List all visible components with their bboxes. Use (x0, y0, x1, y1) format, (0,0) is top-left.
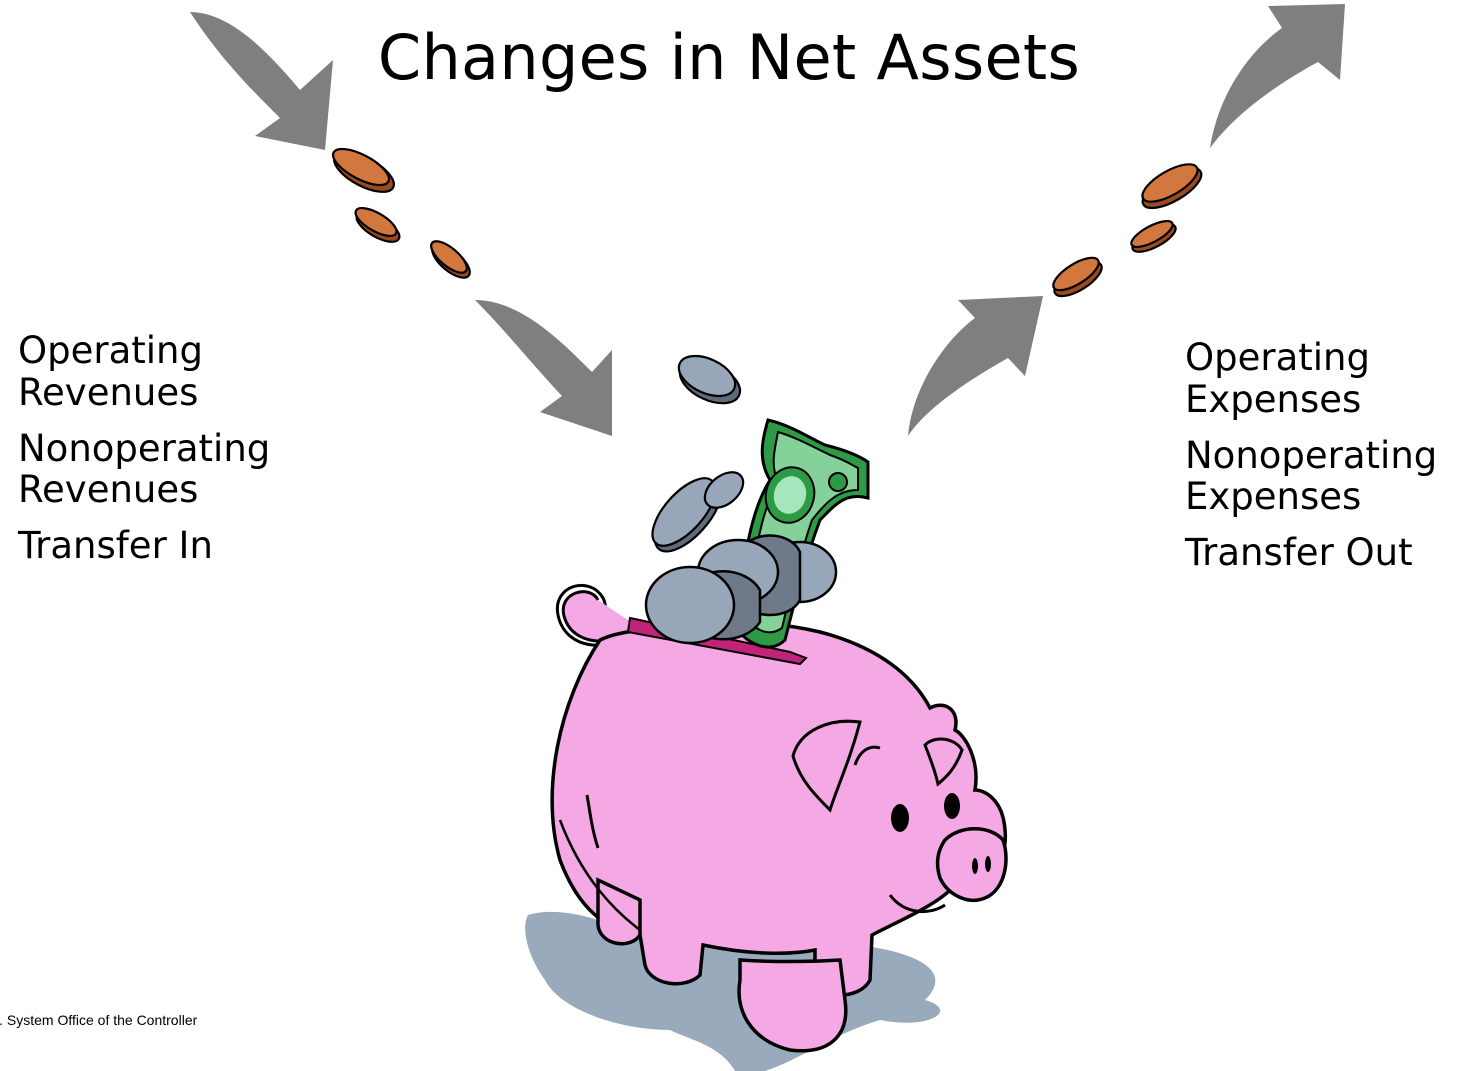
copper-coin-icon (354, 207, 401, 243)
arrow-in-top-icon (190, 12, 333, 150)
copper-coin-icon (1130, 219, 1177, 253)
pig-eye-icon (891, 804, 909, 832)
copper-coin-icon (331, 147, 395, 193)
pig-ear-right (923, 737, 964, 787)
outflows-list: Operating Expenses Nonoperating Expenses… (1185, 337, 1455, 588)
pig-smile (888, 894, 946, 914)
pig-eye-icon (944, 793, 960, 819)
copper-coin-icon (1052, 256, 1103, 298)
list-item: Transfer Out (1185, 531, 1413, 575)
coin-stack (644, 534, 838, 645)
list-item: Transfer In (18, 524, 213, 568)
arrow-out-bottom-icon (908, 296, 1043, 436)
list-item: Nonoperating Expenses (1185, 433, 1438, 519)
list-item: Nonoperating Revenues (18, 426, 271, 512)
pig-snout (935, 827, 1008, 902)
arrow-in-bottom-icon (475, 300, 612, 436)
silver-coins (651, 354, 745, 553)
list-item: Operating Revenues (18, 329, 203, 414)
copper-coins (331, 147, 1203, 298)
footer-text: ’. System Office of the Controller (0, 1012, 198, 1028)
list-item: Operating Expenses (1185, 336, 1370, 421)
silver-coin-icon (677, 354, 742, 405)
pig-leg (737, 958, 848, 1053)
copper-coin-icon (1141, 163, 1203, 210)
silver-coin-icon (703, 471, 745, 509)
copper-coin-icon (430, 240, 471, 279)
inflows-list: Operating Revenues Nonoperating Revenues… (18, 330, 338, 581)
slide-title: Changes in Net Assets (377, 21, 1081, 94)
arrow-out-top-icon (1210, 4, 1345, 148)
pig-ear (791, 719, 862, 813)
